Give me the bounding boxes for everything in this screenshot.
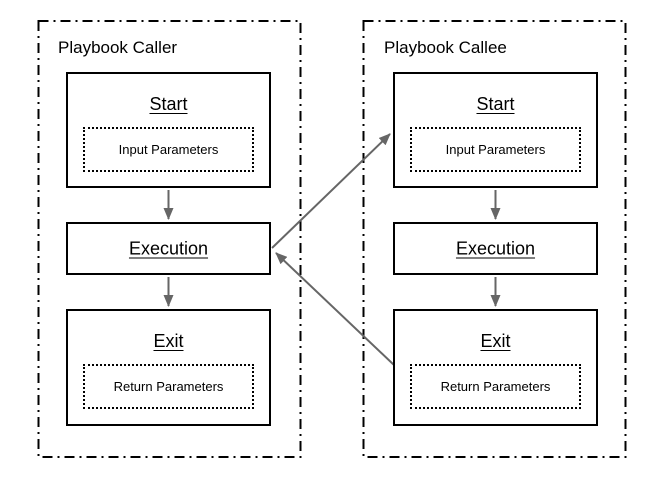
callee-start-label: Start bbox=[476, 94, 515, 114]
callee-exit-label: Exit bbox=[480, 331, 511, 351]
caller-execution-node: Execution bbox=[66, 222, 271, 275]
arrow-caller-execution-to-callee-start bbox=[271, 133, 391, 249]
callee-start-node: Start Input Parameters bbox=[393, 72, 598, 188]
callee-return-parameters-label: Return Parameters bbox=[440, 379, 551, 394]
callee-title: Playbook Callee bbox=[384, 38, 507, 57]
caller-return-parameters-label: Return Parameters bbox=[113, 379, 224, 394]
callee-input-parameters-label: Input Parameters bbox=[445, 142, 546, 157]
callee-input-parameters-box: Input Parameters bbox=[410, 127, 581, 172]
caller-input-parameters-label: Input Parameters bbox=[118, 142, 219, 157]
caller-title: Playbook Caller bbox=[58, 38, 178, 57]
caller-return-parameters-box: Return Parameters bbox=[83, 364, 254, 409]
caller-execution-label: Execution bbox=[128, 238, 209, 258]
callee-execution-node: Execution bbox=[393, 222, 598, 275]
caller-input-parameters-box: Input Parameters bbox=[83, 127, 254, 172]
callee-return-parameters-box: Return Parameters bbox=[410, 364, 581, 409]
arrow-callee-exit-to-caller-execution bbox=[275, 252, 395, 366]
caller-exit-label: Exit bbox=[153, 331, 184, 351]
callee-exit-node: Exit Return Parameters bbox=[393, 309, 598, 426]
caller-exit-node: Exit Return Parameters bbox=[66, 309, 271, 426]
caller-start-label: Start bbox=[149, 94, 188, 114]
callee-execution-label: Execution bbox=[455, 238, 536, 258]
caller-start-node: Start Input Parameters bbox=[66, 72, 271, 188]
